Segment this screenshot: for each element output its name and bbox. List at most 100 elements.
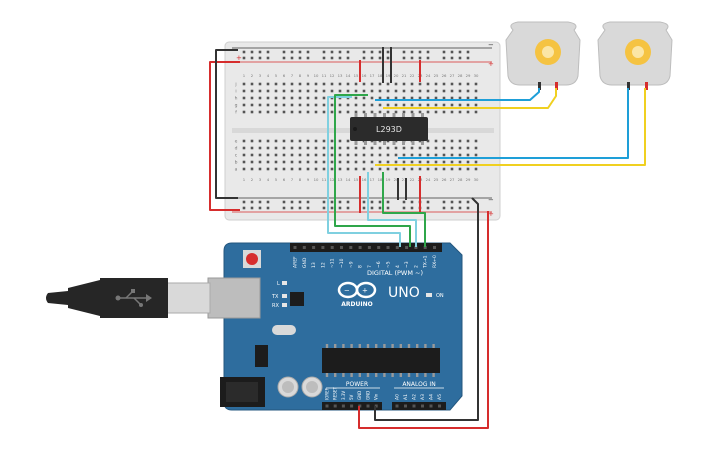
- header-socket: [333, 404, 337, 408]
- column-number: 27: [450, 73, 455, 78]
- upper-terminal-holes: [242, 82, 478, 114]
- terminal-hole: [274, 160, 278, 164]
- mcu-pin-top: [342, 344, 345, 348]
- l293d-chip[interactable]: L293D: [350, 113, 428, 145]
- wire-motor-right-yellow[interactable]: [375, 88, 646, 166]
- terminal-hole: [250, 96, 254, 100]
- rail-hole: [330, 206, 334, 210]
- motor-right[interactable]: [597, 21, 673, 90]
- mcu-pin-top: [325, 344, 329, 348]
- usb-plug-metal: [164, 282, 211, 314]
- column-number: 7: [291, 73, 294, 78]
- terminal-hole: [338, 89, 342, 93]
- rail-hole: [266, 200, 270, 204]
- terminal-hole: [266, 82, 270, 86]
- terminal-hole: [474, 103, 478, 107]
- wire-control-cyan-2[interactable]: [367, 172, 417, 247]
- mcu-pins: [325, 344, 435, 377]
- terminal-hole: [394, 110, 398, 114]
- rail-hole: [306, 56, 310, 60]
- wire-power-5v[interactable]: [358, 211, 489, 429]
- wire-motor-right-blue[interactable]: [398, 88, 629, 159]
- rail-minus-sign-bottom: −: [488, 196, 494, 204]
- terminal-hole: [426, 82, 430, 86]
- terminal-hole: [394, 96, 398, 100]
- column-number: 20: [394, 73, 399, 78]
- terminal-hole: [354, 110, 358, 114]
- terminal-hole: [242, 139, 246, 143]
- terminal-hole: [314, 160, 318, 164]
- terminal-hole: [290, 89, 294, 93]
- mcu-pin-top: [407, 344, 411, 348]
- mcu-pin-top: [432, 344, 435, 348]
- power-pin-label: GND: [365, 391, 370, 400]
- terminal-hole: [450, 139, 454, 143]
- column-number: 14: [346, 177, 351, 182]
- rail-hole: [290, 50, 294, 54]
- header-socket: [330, 246, 334, 249]
- wire-rail-negative-link[interactable]: [215, 49, 238, 199]
- column-number: 1: [243, 177, 246, 182]
- wire-control-green-1[interactable]: [334, 94, 411, 247]
- column-number: 25: [434, 73, 439, 78]
- terminal-hole: [274, 89, 278, 93]
- terminal-hole: [298, 167, 302, 171]
- rail-hole: [426, 200, 430, 204]
- terminal-hole: [242, 103, 246, 107]
- row-letter: a: [235, 168, 238, 173]
- terminal-hole: [466, 153, 470, 157]
- mcu-pin-bottom: [432, 373, 435, 377]
- column-number: 12: [330, 177, 335, 182]
- rail-hole: [442, 200, 446, 204]
- wire-motor-left-yellow[interactable]: [383, 88, 557, 109]
- terminal-hole: [266, 167, 270, 171]
- wire-control-green-2[interactable]: [382, 172, 426, 247]
- rail-hole: [282, 50, 286, 54]
- terminal-hole: [426, 167, 430, 171]
- mcu-pin-bottom: [342, 373, 345, 377]
- column-number: 13: [338, 73, 343, 78]
- reset-button[interactable]: [246, 253, 258, 265]
- rail-hole: [466, 200, 470, 204]
- analog-pin-label: A3: [420, 394, 426, 400]
- digital-pin-label: ~10: [339, 258, 345, 268]
- terminal-hole: [250, 146, 254, 150]
- terminal-hole: [370, 146, 374, 150]
- rail-hole: [258, 206, 262, 210]
- terminal-hole: [250, 103, 254, 107]
- column-number: 20: [394, 177, 399, 182]
- column-number: 21: [402, 177, 407, 182]
- column-number: 26: [442, 73, 447, 78]
- terminal-hole: [346, 167, 350, 171]
- terminal-hole: [314, 139, 318, 143]
- terminal-hole: [386, 160, 390, 164]
- mcu-pin-top: [399, 344, 402, 348]
- wire-power-gnd[interactable]: [374, 197, 479, 421]
- terminal-hole: [450, 146, 454, 150]
- column-number: 16: [362, 73, 367, 78]
- led-l: [282, 281, 287, 285]
- wire-rail-positive-link[interactable]: [209, 61, 240, 211]
- terminal-hole: [322, 153, 326, 157]
- terminal-hole: [282, 96, 286, 100]
- column-number: 8: [299, 73, 302, 78]
- terminal-hole: [362, 160, 366, 164]
- chip-pin-bottom: [354, 140, 358, 145]
- terminal-hole: [258, 103, 262, 107]
- column-number: 13: [338, 177, 343, 182]
- motor-left[interactable]: [505, 21, 581, 90]
- terminal-hole: [362, 96, 366, 100]
- terminal-hole: [314, 89, 318, 93]
- digital-header-pins: [293, 246, 436, 249]
- wire-motor-left-blue[interactable]: [375, 88, 540, 101]
- column-number: 8: [299, 177, 302, 182]
- usb-cable[interactable]: [46, 277, 261, 319]
- terminal-hole: [426, 89, 430, 93]
- terminal-hole: [274, 110, 278, 114]
- terminal-hole: [338, 110, 342, 114]
- digital-pin-label: 13: [311, 262, 317, 268]
- digital-pin-label: 4: [395, 265, 401, 268]
- column-number: 1: [243, 73, 246, 78]
